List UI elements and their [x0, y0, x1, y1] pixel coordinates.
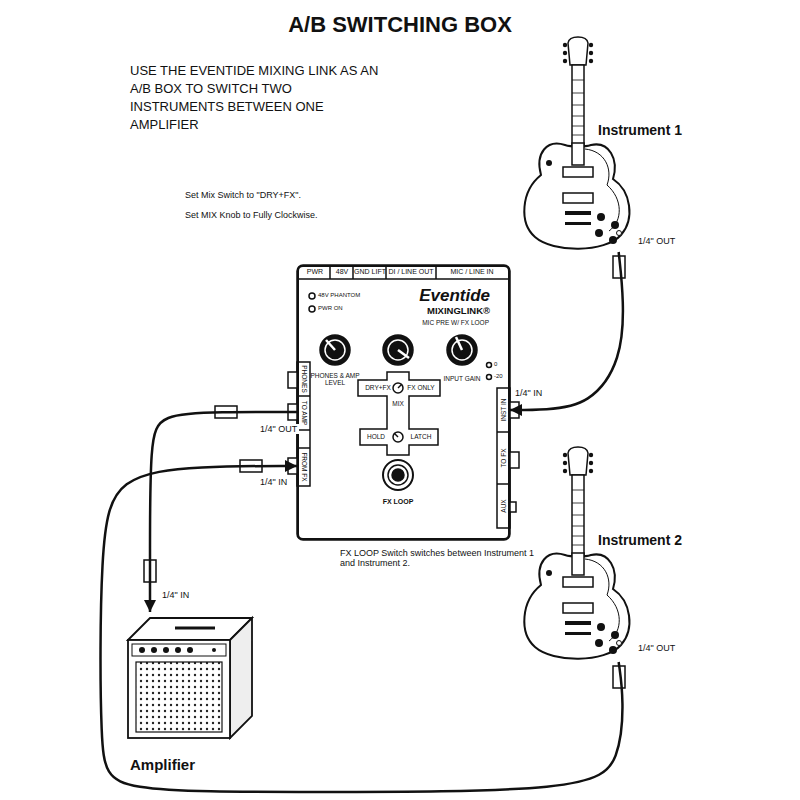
pedal-drawing: [510, 452, 519, 468]
node-text: MIXINGLINK®: [427, 306, 490, 317]
cable-label: 1/4" IN: [513, 388, 544, 398]
amplifier-drawing: [128, 618, 252, 738]
amplifier-drawing: [132, 644, 226, 656]
footswitch-label: FX LOOP: [383, 498, 414, 506]
node-title: Eventide: [419, 286, 490, 306]
pedal-drawing: [394, 433, 398, 437]
amplifier-drawing: [136, 662, 222, 732]
amplifier-drawing: [175, 647, 181, 653]
plug-label: 1/4" IN: [162, 590, 189, 600]
pedal-drawing: [383, 335, 413, 365]
pedal-drawing: [393, 432, 403, 442]
switch-label: LATCH: [411, 433, 432, 440]
amplifier-drawing: [163, 647, 169, 653]
jack-tab: 48V: [336, 268, 348, 276]
setting-note: Set MIX Knob to Fully Clockwise.: [185, 210, 318, 220]
switch-label: MIX: [392, 400, 404, 407]
pedal-drawing: [487, 363, 492, 368]
pedal-drawing: [487, 375, 492, 380]
amplifier-drawing: [187, 647, 193, 653]
amplifier-drawing: [212, 648, 216, 652]
switch-label: DRY+FX: [365, 384, 391, 391]
pedal-drawing: [297, 265, 510, 279]
led-label: PWR ON: [318, 305, 343, 312]
jack-label: INST IN: [500, 399, 507, 422]
jack-label: TO FX: [500, 448, 507, 467]
pedal-drawing: [388, 340, 408, 360]
title: A/B SWITCHING BOX: [0, 12, 800, 37]
pedal-drawing: [325, 340, 345, 360]
node-title: Amplifier: [130, 756, 195, 773]
knob-label: PHONES & AMP LEVEL: [306, 372, 364, 387]
plug-label: 1/4" OUT: [638, 236, 675, 246]
intro-note: USE THE EVENTIDE MIXING LINK AS AN A/B B…: [130, 62, 385, 134]
guitar-drawing: [524, 37, 629, 249]
pad-label: 0: [494, 361, 497, 368]
jack-tab: PWR: [307, 268, 323, 276]
pedal-drawing: [309, 293, 315, 299]
amplifier-drawing: [175, 627, 215, 630]
amplifier-drawing: [128, 640, 230, 738]
node-title: Instrument 2: [598, 532, 682, 548]
amplifier-drawing: [139, 647, 145, 653]
pedal-drawing: [388, 465, 408, 485]
cable-label: 1/4" OUT: [258, 424, 299, 434]
jack-label: PHONES: [300, 365, 307, 392]
pedal-drawing: [398, 384, 402, 388]
pedal-drawing: [288, 372, 297, 388]
jack-tab: MIC / LINE IN: [450, 268, 493, 276]
pedal-drawing: [510, 502, 516, 512]
pedal-drawing: [383, 460, 413, 490]
pedal-drawing: [358, 372, 440, 455]
pedal-drawing: [309, 306, 315, 312]
amplifier-drawing: [230, 618, 252, 738]
instrument-node: Instrument 1: [510, 32, 715, 252]
cable: [101, 466, 623, 792]
jack-tab: GND LIFT: [354, 268, 386, 276]
cable-label: 1/4" IN: [258, 477, 289, 487]
pedal-drawing: [456, 337, 462, 350]
knob-label: INPUT GAIN: [437, 375, 487, 382]
pedal-drawing: [326, 340, 335, 350]
pedal-drawing: [398, 350, 409, 358]
node-text: MIC PRE W/ FX LOOP: [422, 319, 489, 326]
switch-label: HOLD: [367, 433, 385, 440]
pedal-drawing: [393, 383, 403, 393]
pedal-drawing: [288, 265, 519, 540]
cable: [510, 252, 623, 410]
caption-note: FX LOOP Switch switches between Instrume…: [340, 548, 535, 569]
jack-label: TO AMP: [300, 401, 307, 425]
jack-label: FROM FX: [300, 452, 307, 481]
pedal-drawing: [297, 265, 510, 540]
led-label: 48V PHANTOM: [318, 292, 360, 299]
setting-note: Set Mix Switch to "DRY+FX".: [185, 190, 301, 200]
guitar-drawing: [524, 447, 629, 659]
cable: [150, 412, 297, 612]
jack-tab: DI / LINE OUT: [388, 268, 433, 276]
pedal-drawing: [320, 335, 350, 365]
pedal-drawing: [392, 469, 404, 481]
switch-label: FX ONLY: [407, 384, 434, 391]
node-title: Instrument 1: [598, 122, 682, 138]
amplifier-drawing: [151, 647, 157, 653]
amplifier-node: Amplifier: [125, 612, 252, 740]
instrument-node: Instrument 2: [510, 442, 715, 662]
plug-label: 1/4" OUT: [638, 643, 675, 653]
pedal-drawing: [447, 335, 477, 365]
jack-label: AUX: [500, 499, 507, 512]
pad-label: -20: [494, 373, 503, 380]
